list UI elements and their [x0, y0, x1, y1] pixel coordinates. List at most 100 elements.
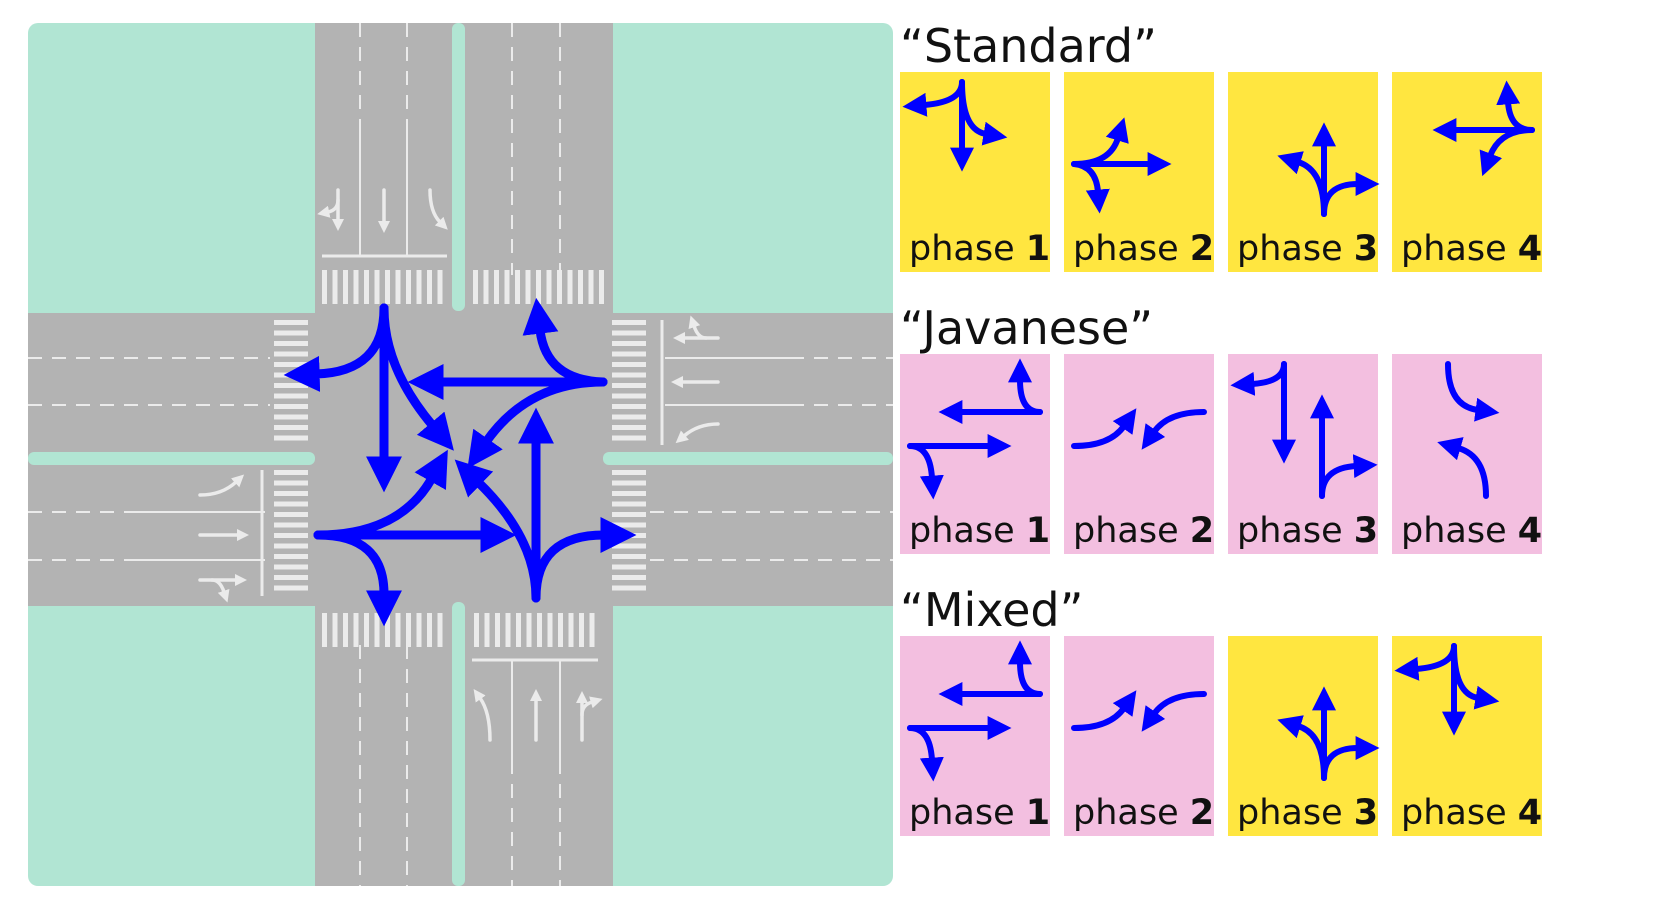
- crosswalk-stripe: [612, 341, 646, 346]
- lane-arrow-south-right: [580, 696, 603, 717]
- phase-word: phase: [1237, 511, 1354, 551]
- crosswalk-stripe: [612, 383, 646, 388]
- crosswalk-stripe: [274, 341, 308, 346]
- movement-arrow-south-right: [1321, 736, 1380, 781]
- phase-panel: phase 1: [900, 354, 1050, 554]
- crosswalk-stripe: [274, 372, 308, 378]
- crosswalk-stripe: [364, 613, 369, 647]
- crosswalk-stripe: [612, 351, 646, 357]
- crosswalk-stripe: [322, 613, 327, 647]
- phase-movements: [1277, 122, 1380, 217]
- crosswalk-stripe: [505, 613, 511, 647]
- movement-arrow-south-right: [1321, 172, 1380, 217]
- crosswalk-stripe: [274, 404, 308, 409]
- phase-label: phase 1: [909, 229, 1050, 269]
- crosswalk-stripe: [612, 522, 646, 528]
- crosswalk-stripe: [526, 613, 532, 647]
- crosswalk-stripe: [437, 613, 443, 647]
- phase-movements: [1071, 408, 1207, 450]
- phase-panel: phase 1: [900, 72, 1050, 272]
- crosswalk-stripe: [612, 362, 646, 367]
- grass-se: [603, 596, 893, 886]
- crosswalk-stripe: [612, 543, 646, 549]
- phase-panel: phase 2: [1064, 72, 1214, 272]
- phase-number: 4: [1518, 793, 1542, 833]
- movement-arrow-east-left: [1141, 691, 1207, 732]
- crosswalk-stripe: [416, 613, 422, 647]
- movement-arrow-north-right: [1230, 361, 1287, 396]
- crosswalk-stripe: [525, 270, 531, 304]
- phase-number: 3: [1354, 793, 1378, 833]
- phase-label: phase 2: [1073, 229, 1214, 269]
- crosswalk-stripe: [536, 270, 541, 304]
- crosswalk-stripe: [612, 501, 646, 507]
- crosswalk-stripe: [406, 613, 411, 647]
- phase-number: 1: [1026, 793, 1050, 833]
- phase-panel: phase 1: [900, 636, 1050, 836]
- intersection-plan: [28, 23, 893, 886]
- lane-arrow-west-left: [198, 474, 245, 497]
- phase-word: phase: [909, 793, 1026, 833]
- phase-label: phase 1: [909, 511, 1050, 551]
- phase-word: phase: [1401, 793, 1518, 833]
- crosswalk-stripe: [274, 533, 308, 538]
- crosswalk-stripe: [578, 270, 583, 304]
- crosswalk-stripe: [612, 435, 646, 441]
- crosswalk-stripe: [274, 414, 308, 420]
- movement-arrow-north-right: [1394, 643, 1457, 681]
- crosswalk-stripe: [385, 613, 390, 647]
- phase-panel: phase 3: [1228, 354, 1378, 554]
- phase-panel: phase 3: [1228, 72, 1380, 272]
- crosswalk-stripe: [364, 270, 369, 304]
- lane-arrow-north-left: [317, 198, 340, 218]
- crosswalk-stripe: [274, 512, 308, 517]
- crosswalk-stripe: [612, 393, 646, 399]
- phase-label: phase 1: [909, 793, 1050, 833]
- crosswalk-stripe: [427, 613, 432, 647]
- crosswalk-stripe: [416, 270, 422, 304]
- movement-arrow-west-left: [1071, 690, 1137, 731]
- crosswalk-stripe: [274, 585, 308, 591]
- crosswalk-stripe: [589, 613, 595, 647]
- crosswalk-stripe: [515, 270, 520, 304]
- movement-arrow-south-left: [1437, 437, 1489, 499]
- phase-word: phase: [1237, 229, 1354, 269]
- phase-panel: phase 4: [1392, 636, 1542, 836]
- crosswalk-stripe: [374, 613, 380, 647]
- crosswalk-stripe: [274, 362, 308, 367]
- phase-number: 3: [1354, 511, 1378, 551]
- crosswalk-stripe: [274, 501, 308, 507]
- movement-arrow-east-right: [1008, 640, 1043, 697]
- grass-nw: [28, 23, 325, 323]
- crosswalk-stripe: [332, 613, 338, 647]
- crosswalk-stripe: [579, 613, 584, 647]
- crosswalk-stripe: [483, 270, 489, 304]
- grass-ne: [603, 23, 893, 323]
- phase-word: phase: [1401, 229, 1518, 269]
- phase-label: phase 4: [1401, 229, 1542, 269]
- crosswalk-stripe: [274, 330, 308, 336]
- crosswalk-stripe: [537, 613, 542, 647]
- lane-arrow-east-left: [688, 315, 708, 340]
- crosswalk-stripe: [343, 270, 348, 304]
- crosswalk-stripe: [612, 575, 646, 580]
- crosswalk-stripe: [567, 270, 573, 304]
- crosswalk-stripe: [612, 480, 646, 486]
- phase-panel-bg: [1064, 354, 1214, 554]
- crosswalk-stripe: [612, 585, 646, 591]
- crosswalk-stripe: [612, 564, 646, 570]
- phase-number: 2: [1190, 793, 1214, 833]
- lane-arrow-east-right: [675, 422, 720, 444]
- movement-arrow-east-right: [1496, 80, 1535, 133]
- phase-number: 4: [1518, 511, 1542, 551]
- crosswalk-stripe: [504, 270, 510, 304]
- lane-arrow-west-right: [210, 578, 230, 603]
- phase-movements: [1432, 80, 1535, 177]
- movement-arrow-west-right: [1071, 161, 1110, 214]
- crosswalk-stripe: [406, 270, 411, 304]
- phase-label: phase 3: [1237, 229, 1378, 269]
- phase-number: 2: [1190, 511, 1214, 551]
